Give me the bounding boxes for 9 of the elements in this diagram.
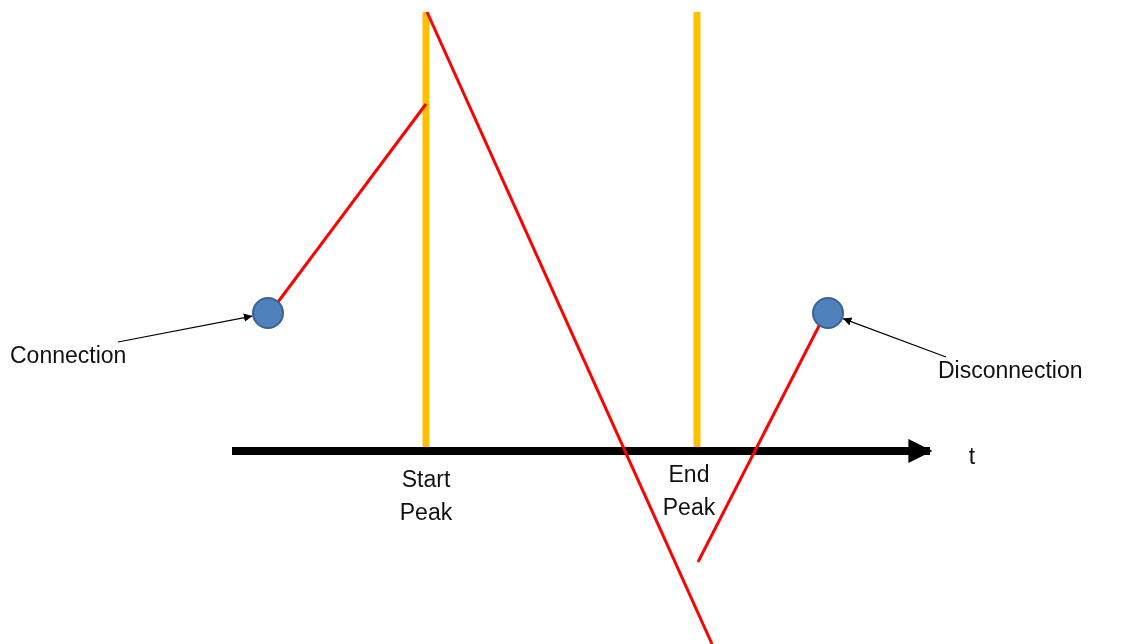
axis-label: Start Peak [398, 465, 454, 528]
axis-label: End Peak [661, 460, 717, 523]
leader-arrow [117, 313, 253, 343]
leader-arrow [842, 317, 947, 358]
callout-text: Connection [10, 342, 127, 369]
connection-point [812, 297, 844, 329]
connection-point [252, 297, 284, 329]
axis-label: t [967, 442, 977, 471]
callout-text: Disconnection [938, 357, 1083, 384]
